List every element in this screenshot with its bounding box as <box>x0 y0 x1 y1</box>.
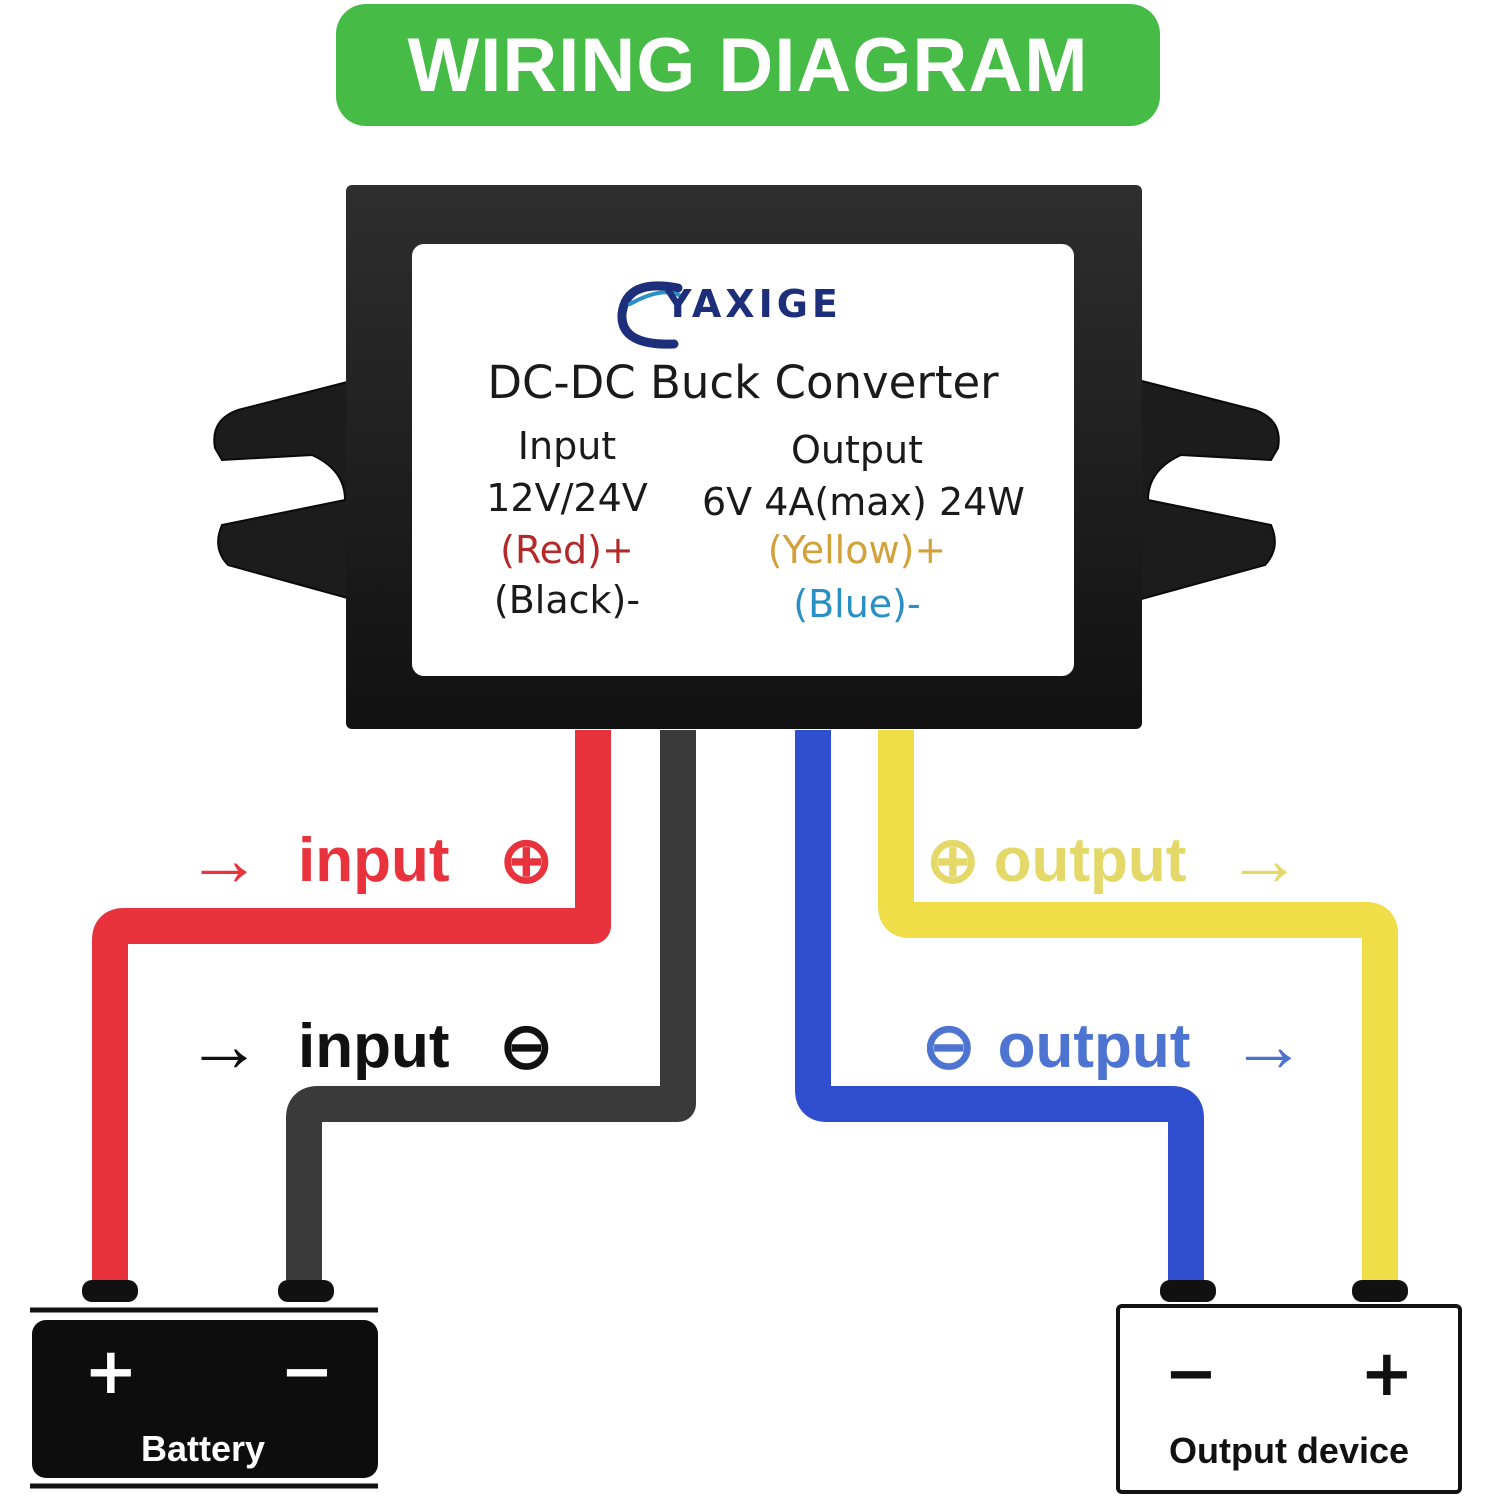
battery-negative-terminal <box>278 1280 334 1302</box>
minus-circle-icon: ⊖ <box>922 1010 976 1082</box>
input-heading: Input <box>517 424 617 468</box>
battery-negative-sign: − <box>280 1335 334 1409</box>
device-negative-sign: − <box>1164 1337 1218 1411</box>
arrow-right-icon: → <box>1226 817 1303 902</box>
device-positive-sign: + <box>1360 1337 1414 1411</box>
device-positive-terminal <box>1352 1280 1408 1302</box>
input-negative-note: (Black)- <box>493 578 641 622</box>
arrow-right-icon: → <box>186 1003 262 1088</box>
arrow-right-icon: → <box>1230 1003 1307 1088</box>
output-device: − + Output device <box>1116 1304 1462 1494</box>
converter-label: YAXIGE DC-DC Buck Converter Input 12V/24… <box>412 244 1074 676</box>
battery-positive-sign: + <box>84 1335 138 1409</box>
battery-label: Battery <box>140 1428 266 1469</box>
black-wire <box>286 730 696 1290</box>
input-negative-text: input <box>298 1011 450 1081</box>
input-positive-note: (Red)+ <box>500 528 634 572</box>
output-negative-label: ⊖ output → <box>922 1008 1306 1084</box>
input-positive-label: → input ⊕ <box>186 822 553 898</box>
product-title: DC-DC Buck Converter <box>487 356 999 409</box>
blue-wire <box>795 730 1204 1290</box>
brand-name: YAXIGE <box>664 282 842 326</box>
output-negative-note: (Blue)- <box>793 582 921 626</box>
output-device-label: Output device <box>1168 1430 1410 1471</box>
page-title: WIRING DIAGRAM <box>407 22 1089 108</box>
input-positive-text: input <box>298 825 450 895</box>
yellow-wire <box>878 730 1398 1290</box>
arrow-right-icon: → <box>186 817 262 902</box>
output-heading: Output <box>791 428 923 472</box>
battery-positive-terminal <box>82 1280 138 1302</box>
brand-logo: YAXIGE <box>616 274 886 354</box>
output-positive-label: ⊕ output → <box>926 822 1302 898</box>
plus-circle-icon: ⊕ <box>499 824 554 896</box>
output-negative-text: output <box>997 1011 1191 1081</box>
device-negative-terminal <box>1160 1280 1216 1302</box>
input-negative-label: → input ⊖ <box>186 1008 553 1084</box>
output-rating: 6V 4A(max) 24W <box>702 480 1025 524</box>
red-wire <box>92 730 611 1290</box>
plus-circle-icon: ⊕ <box>926 824 980 896</box>
title-banner: WIRING DIAGRAM <box>336 4 1160 126</box>
output-positive-note: (Yellow)+ <box>767 528 947 572</box>
input-rating: 12V/24V <box>486 476 648 520</box>
output-positive-text: output <box>993 825 1187 895</box>
minus-circle-icon: ⊖ <box>499 1010 554 1082</box>
battery: + − Battery <box>32 1320 378 1478</box>
swoosh-logo-icon <box>617 281 686 349</box>
